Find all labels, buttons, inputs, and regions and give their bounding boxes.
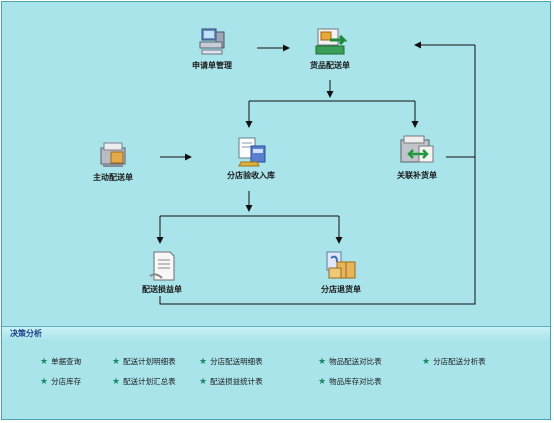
dispatch-icon [315,28,348,55]
node-distribution-damage[interactable]: 配送损益单 [133,250,191,295]
node-goods-distribution[interactable]: 货品配送单 [301,26,359,71]
link-branch-stock[interactable]: ★分店库存 [40,377,82,387]
star-icon: ★ [40,377,49,387]
link-branch-dist-analysis[interactable]: ★分店配送分析表 [422,357,486,367]
node-label-branch-return: 分店退货单 [321,285,361,294]
node-replenish[interactable]: 关联补货单 [387,134,447,181]
link-document-query[interactable]: ★单据查询 [40,357,82,367]
star-icon: ★ [112,377,121,387]
star-icon: ★ [40,357,49,367]
star-icon: ★ [199,357,208,367]
node-label-request: 申请单管理 [192,61,232,70]
node-request[interactable]: 申请单管理 [185,26,239,71]
star-icon: ★ [318,377,327,387]
node-label-distribution-damage: 配送损益单 [142,285,182,294]
printer-box-icon [100,142,126,167]
link-goods-stock-compare[interactable]: ★物品库存对比表 [318,377,382,387]
return-box-icon [326,251,356,279]
loop-line-right [159,45,476,305]
star-icon: ★ [199,377,208,387]
node-label-branch-receive: 分店验收入库 [227,171,275,180]
document-icon [149,251,175,281]
node-label-active-distribution: 主动配送单 [93,173,133,182]
star-icon: ★ [318,357,327,367]
node-label-goods-distribution: 货品配送单 [310,61,350,70]
star-icon: ★ [422,357,431,367]
link-plan-detail[interactable]: ★配送计划明细表 [112,357,176,367]
link-plan-summary[interactable]: ★配送计划汇总表 [112,377,176,387]
link-goods-dist-compare[interactable]: ★物品配送对比表 [318,357,382,367]
link-damage-stats[interactable]: ★配送损益统计表 [199,377,263,387]
node-branch-return[interactable]: 分店退货单 [312,250,370,295]
analysis-title: 决策分析 [10,329,42,338]
computer-icon [199,28,225,55]
analysis-header: 决策分析 [2,327,550,341]
replenish-icon [400,135,434,163]
node-active-distribution[interactable]: 主动配送单 [84,140,142,183]
star-icon: ★ [112,357,121,367]
flow-arrows [156,41,476,305]
panel-divider [2,326,550,327]
link-branch-dist-detail[interactable]: ★分店配送明细表 [199,357,263,367]
node-label-replenish: 关联补货单 [397,171,437,180]
node-branch-receive[interactable]: 分店验收入库 [218,136,284,181]
stock-in-icon [238,137,266,167]
